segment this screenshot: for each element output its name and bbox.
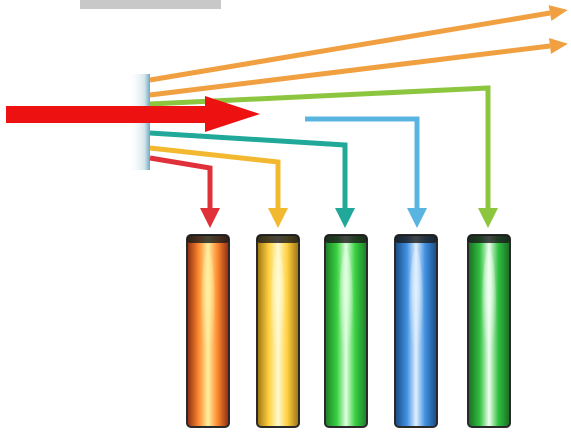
- gas-discharge-tubes: [186, 234, 511, 428]
- teal-ray: [149, 130, 355, 228]
- incoming-arrow-shaft: [6, 106, 212, 123]
- dispersed-rays: [149, 5, 568, 228]
- yellow-ray-line: [149, 145, 281, 208]
- blue-ray-line: [305, 116, 420, 208]
- green-tube-2: [467, 234, 511, 428]
- blue-ray-arrowhead: [407, 208, 427, 228]
- incoming-light-arrow: [6, 96, 260, 132]
- red-tube: [186, 234, 230, 428]
- blue-tube-cap: [395, 235, 437, 243]
- red-ray-line: [149, 155, 213, 208]
- teal-ray-line: [149, 130, 348, 208]
- yellow-tube-glow-core: [271, 250, 285, 360]
- incoming-arrow-head: [205, 96, 260, 132]
- green-ray: [149, 85, 498, 228]
- red-tube-glow-core: [201, 250, 215, 360]
- orange-second-line: [149, 43, 551, 98]
- green-tube-glow-core: [339, 250, 353, 360]
- yellow-tube: [256, 234, 300, 428]
- green-tube-2-glow-core: [482, 250, 496, 360]
- yellow-ray-arrowhead: [268, 208, 288, 228]
- orange-top-arrowhead: [548, 5, 568, 21]
- blue-ray: [305, 116, 427, 228]
- teal-ray-arrowhead: [335, 208, 355, 228]
- blue-tube-glow-core: [409, 250, 423, 360]
- orange-second: [149, 38, 568, 98]
- green-ray-arrowhead: [478, 208, 498, 228]
- red-tube-cap: [187, 235, 229, 243]
- caption-bar: [80, 0, 221, 9]
- yellow-tube-cap: [257, 235, 299, 243]
- red-ray-arrowhead: [200, 208, 220, 228]
- yellow-ray: [149, 145, 288, 228]
- orange-top-line: [149, 10, 551, 83]
- blue-tube: [394, 234, 438, 428]
- green-tube-cap: [325, 235, 367, 243]
- red-ray: [149, 155, 220, 228]
- green-tube: [324, 234, 368, 428]
- orange-second-arrowhead: [549, 38, 568, 54]
- green-tube-2-cap: [468, 235, 510, 243]
- green-ray-line: [149, 85, 491, 208]
- orange-top: [149, 5, 568, 83]
